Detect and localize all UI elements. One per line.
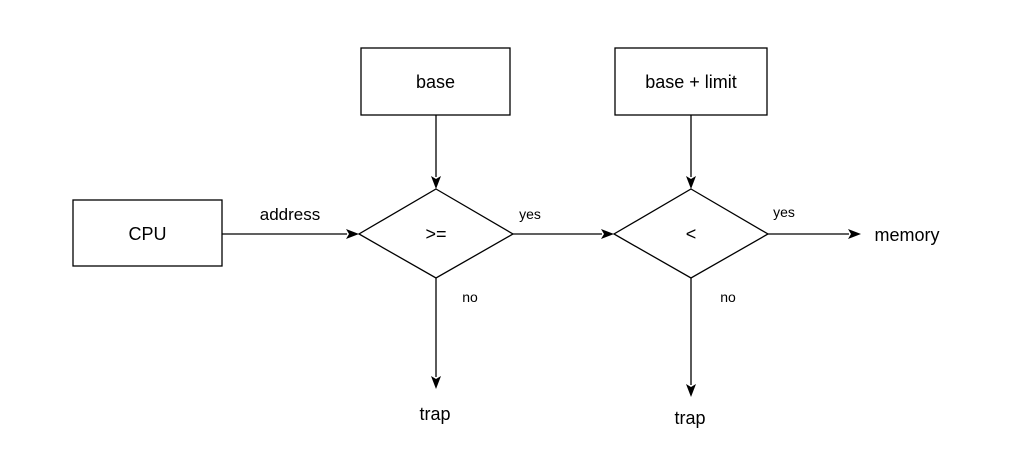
base-label: base xyxy=(416,72,455,92)
edge-label-yes-2: yes xyxy=(773,204,795,220)
base-box xyxy=(360,47,511,116)
compare-lt-label: < xyxy=(686,224,697,244)
base-limit-box xyxy=(614,47,768,116)
memory-label: memory xyxy=(874,225,939,245)
arrowhead-ge-to-trap xyxy=(431,376,441,389)
cpu-box xyxy=(72,199,223,267)
edge-label-yes-1: yes xyxy=(519,206,541,222)
arrowhead-ge-to-lt xyxy=(601,229,614,239)
edge-label-no-1: no xyxy=(462,289,478,305)
cpu-label: CPU xyxy=(128,224,166,244)
compare-ge-label: >= xyxy=(425,224,446,244)
base-limit-label: base + limit xyxy=(645,72,737,92)
arrowhead-lt-to-trap xyxy=(686,384,696,397)
trap-label-2: trap xyxy=(674,408,705,428)
edge-label-address: address xyxy=(260,205,320,224)
arrowhead-base-to-ge xyxy=(431,176,441,189)
arrowhead-lt-to-memory xyxy=(848,229,861,239)
edge-label-no-2: no xyxy=(720,289,736,305)
trap-label-1: trap xyxy=(419,404,450,424)
arrowhead-cpu-to-ge xyxy=(346,229,359,239)
arrowhead-base-limit-to-lt xyxy=(686,176,696,189)
